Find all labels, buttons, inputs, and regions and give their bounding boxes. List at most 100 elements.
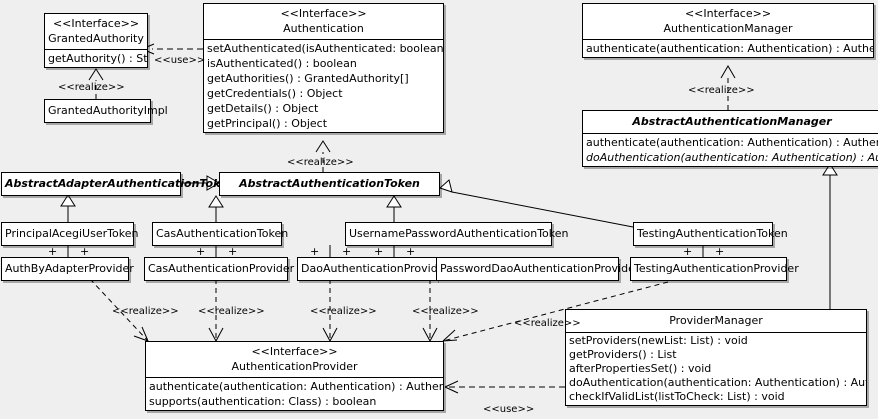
class-header: AuthByAdapterProvider [2,258,134,280]
class-member: isAuthenticated() : boolean [207,57,357,70]
class-name: AuthenticationProvider [231,360,358,373]
class-member: checkIfValidList(listToCheck: List) : vo… [569,390,785,403]
class-member: getAuthority() : String [48,52,147,65]
class-name: GrantedAuthority [48,32,144,45]
relationship-label-realize-cas: <<realize>> [198,306,265,317]
relationship-label-realize-abstractauthenticationtoken: <<realize>> [287,157,354,168]
class-name: UsernamePasswordAuthenticationToken [349,227,569,240]
relationship-label-realize-dao: <<realize>> [310,306,377,317]
class-header: TestingAuthenticationProvider [631,258,799,280]
relationship-label-use-authentication-grantedauthority: <<use>> [154,55,206,66]
class-abstract-authentication-manager[interactable]: AbstractAuthenticationManager authentica… [582,110,878,167]
class-header: <<Interface>> Authentication [204,4,443,39]
class-name: GrantedAuthorityImpl [48,104,168,117]
relationship-label-realize-passworddao: <<realize>> [412,306,479,317]
association-marker-plus: + [374,245,384,258]
association-marker-plus: + [342,245,352,258]
class-header: CasAuthenticationProvider [145,258,295,280]
relationship-label-use-providermanager: <<use>> [483,404,535,415]
class-header: PrincipalAcegiUserToken [2,223,139,245]
class-member: getCredentials() : Object [207,87,343,100]
class-granted-authority-impl[interactable]: GrantedAuthorityImpl [44,99,168,123]
relationship-label-realize-testing: <<realize>> [514,318,581,329]
class-name: AbstractAuthenticationManager [632,115,832,128]
stereotype-label: <<Interface>> [52,17,140,30]
class-member: doAuthentication(authentication: Authent… [586,151,878,164]
class-header: DaoAuthenticationProvider [298,258,449,280]
class-member: afterPropertiesSet() : void [569,362,712,375]
association-marker-plus: + [228,245,238,258]
class-name: PrincipalAcegiUserToken [5,227,139,240]
class-provider-manager[interactable]: ProviderManager setProviders(newList: Li… [565,309,867,406]
member-list: authenticate(authentication: Authenticat… [583,133,878,166]
class-header: ProviderManager [566,310,866,332]
class-name: ProviderManager [669,314,763,327]
relationship-label-realize-authbyadapter: <<realize>> [112,306,179,317]
class-header: <<Interface>> AuthenticationProvider [146,342,443,377]
association-marker-plus: + [715,245,725,258]
member-list: setAuthenticated(isAuthenticated: boolea… [204,39,443,132]
class-password-dao-authentication-provider[interactable]: PasswordDaoAuthenticationProvider [436,257,640,281]
class-header: GrantedAuthorityImpl [45,100,168,122]
relationship-label-realize-grantedauthorityimpl: <<realize>> [58,82,125,93]
class-name: DaoAuthenticationProvider [301,262,449,275]
class-header: PasswordDaoAuthenticationProvider [437,258,640,280]
class-member: authenticate(authentication: Authenticat… [586,42,873,55]
class-abstract-adapter-authentication-token[interactable]: AbstractAdapterAuthenticationToken [1,172,236,196]
class-member: authenticate(authentication: Authenticat… [586,136,878,149]
member-list: getAuthority() : String [45,49,147,67]
class-member: authenticate(authentication: Authenticat… [149,380,443,393]
class-cas-authentication-provider[interactable]: CasAuthenticationProvider [144,257,295,281]
class-cas-authentication-token[interactable]: CasAuthenticationToken [152,222,289,246]
class-header: AbstractAuthenticationToken [220,173,439,195]
class-name: AbstractAdapterAuthenticationToken [5,177,236,190]
class-member: doAuthentication(authentication: Authent… [569,376,866,389]
member-list: setProviders(newList: List) : void getPr… [566,332,866,405]
class-header: TestingAuthenticationToken [634,223,788,245]
class-testing-authentication-provider[interactable]: TestingAuthenticationProvider [630,257,799,281]
class-name: AbstractAuthenticationToken [239,177,420,190]
class-abstract-authentication-token[interactable]: AbstractAuthenticationToken [219,172,440,196]
class-name: AuthenticationManager [663,22,793,35]
class-authentication-provider[interactable]: <<Interface>> AuthenticationProvider aut… [145,341,444,411]
stereotype-label: <<Interface>> [684,7,772,20]
association-marker-plus: + [310,245,320,258]
class-authentication[interactable]: <<Interface>> Authentication setAuthenti… [203,3,444,133]
class-name: CasAuthenticationToken [156,227,289,240]
association-marker-plus: + [196,245,206,258]
class-header: <<Interface>> GrantedAuthority [45,14,147,49]
class-testing-authentication-token[interactable]: TestingAuthenticationToken [633,222,788,246]
class-member: getAuthorities() : GrantedAuthority[] [207,72,409,85]
class-name: TestingAuthenticationProvider [634,262,799,275]
class-dao-authentication-provider[interactable]: DaoAuthenticationProvider [297,257,449,281]
class-auth-by-adapter-provider[interactable]: AuthByAdapterProvider [1,257,134,281]
association-marker-plus: + [406,245,416,258]
class-name: TestingAuthenticationToken [637,227,788,240]
relationship-label-realize-abstractauthenticationmanager: <<realize>> [688,85,755,96]
class-authentication-manager[interactable]: <<Interface>> AuthenticationManager auth… [582,3,874,58]
class-header: AbstractAuthenticationManager [583,111,878,133]
class-member: getProviders() : List [569,348,677,361]
class-member: getPrincipal() : Object [207,117,328,130]
member-list: authenticate(authentication: Authenticat… [583,39,873,57]
class-member: supports(authentication: Class) : boolea… [149,395,377,408]
class-granted-authority[interactable]: <<Interface>> GrantedAuthority getAuthor… [44,13,148,68]
stereotype-label: <<Interface>> [280,7,367,20]
class-member: setProviders(newList: List) : void [569,334,748,347]
class-principal-acegi-user-token[interactable]: PrincipalAcegiUserToken [1,222,139,246]
class-header: <<Interface>> AuthenticationManager [583,4,873,39]
class-header: UsernamePasswordAuthenticationToken [346,223,569,245]
association-marker-plus: + [48,245,58,258]
class-username-password-authentication-token[interactable]: UsernamePasswordAuthenticationToken [345,222,569,246]
member-list: authenticate(authentication: Authenticat… [146,377,443,410]
class-member: setAuthenticated(isAuthenticated: boolea… [207,42,443,55]
class-name: Authentication [283,22,364,35]
association-marker-plus: + [683,245,693,258]
class-header: AbstractAdapterAuthenticationToken [2,173,236,195]
class-header: CasAuthenticationToken [153,223,289,245]
class-name: CasAuthenticationProvider [148,262,295,275]
stereotype-label: <<Interface>> [251,345,338,358]
association-marker-plus: + [80,245,90,258]
class-name: PasswordDaoAuthenticationProvider [440,262,640,275]
